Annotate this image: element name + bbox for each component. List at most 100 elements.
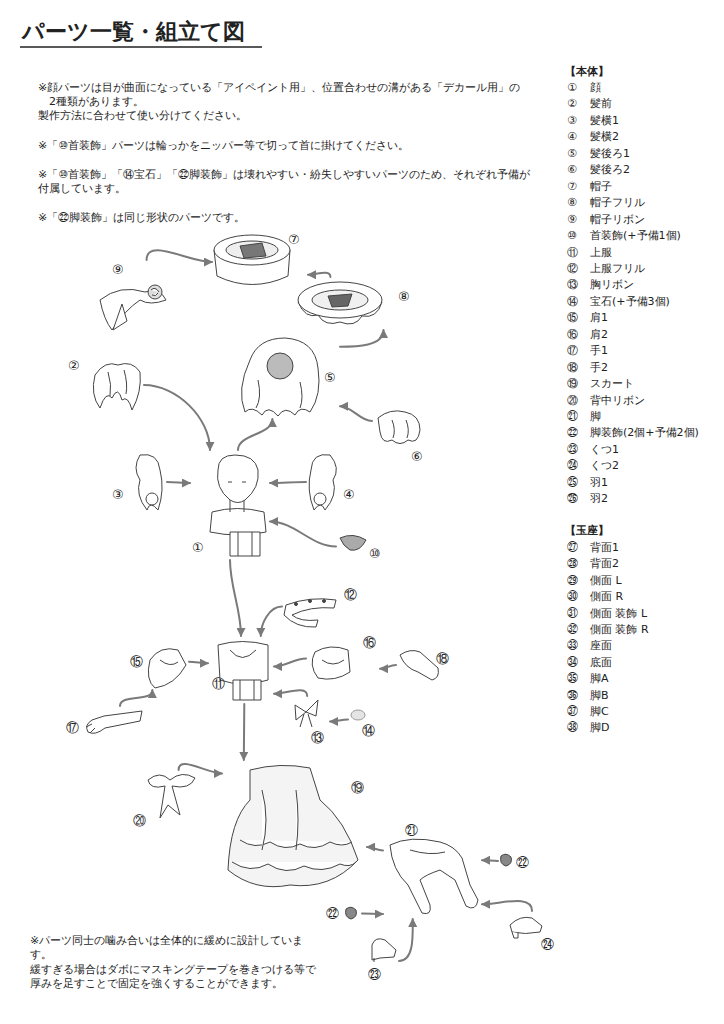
part-node: ⑩ <box>336 530 386 563</box>
part-node: ⑪ <box>208 636 274 704</box>
callout-number: ㊲ <box>567 705 578 719</box>
part-name: 上服フリル <box>590 262 645 276</box>
callout-number: ③ <box>112 487 124 502</box>
callout-number: ⑤ <box>567 147 577 161</box>
part-node: ⑱ <box>396 646 454 684</box>
page-title: パーツ一覧・組立て図 <box>22 19 245 45</box>
part-name: 背面1 <box>590 541 619 555</box>
assembly-arrow <box>270 522 336 547</box>
callout-number: ⑮ <box>567 311 578 325</box>
part-name: くつ2 <box>590 459 619 473</box>
part-node: ⑦ <box>212 230 308 294</box>
part-name: 髪横1 <box>590 114 619 128</box>
callout-number: ② <box>567 97 577 111</box>
part-name: 脚装飾(2個+予備2個) <box>590 426 699 440</box>
part-node: ⑭ <box>348 706 378 740</box>
callout-number: ⑦ <box>288 232 300 247</box>
part-name: スカート <box>590 377 634 391</box>
callout-number: ㉑ <box>567 410 578 424</box>
callout-number: ⑲ <box>567 377 578 391</box>
part-name: 肩2 <box>590 328 608 342</box>
part-name: 脚 <box>590 410 601 424</box>
part-node: ⑨ <box>92 260 170 334</box>
part-name: 背中リボン <box>590 394 645 408</box>
callout-number: ⑰ <box>567 344 578 358</box>
part-node: ⑥ <box>372 406 426 466</box>
part-name: くつ1 <box>590 443 619 457</box>
callout-number: ㉒ <box>516 855 529 870</box>
callout-number: ㉚ <box>567 590 578 604</box>
callout-number: ㉒ <box>326 906 339 921</box>
part-name: 髪後ろ1 <box>590 147 630 161</box>
callout-number: ⑤ <box>324 370 336 385</box>
part-node: ㉓ <box>366 933 399 984</box>
callout-number: ④ <box>567 130 577 144</box>
callout-number: ⑬ <box>567 278 578 292</box>
assembly-arrow <box>243 704 246 760</box>
assembly-arrow <box>362 913 383 916</box>
part-name: 髪前 <box>590 97 612 111</box>
callout-number: ③ <box>567 114 577 128</box>
part-name: 手2 <box>590 361 608 375</box>
callout-number: ⑫ <box>567 262 578 276</box>
part-node: ㉒ <box>498 850 532 872</box>
part-name: 肩1 <box>590 311 608 325</box>
part-node: ③ <box>110 450 167 514</box>
part-name: 側面 装飾 L <box>590 607 647 621</box>
assembly-arrow <box>144 385 210 450</box>
part-name: 髪横2 <box>590 130 619 144</box>
part-node: ⑫ <box>282 584 360 629</box>
callout-number: ㉟ <box>567 672 578 686</box>
assembly-arrow <box>330 720 348 722</box>
assembly-arrow <box>380 665 396 669</box>
part-name: 背面2 <box>590 557 619 571</box>
note-text: ※パーツ同士の噛み合いは全体的に緩めに設計しています。 <box>30 934 322 962</box>
callout-number: ㉛ <box>567 607 578 621</box>
assembly-arrow <box>120 690 152 706</box>
assembly-arrow <box>308 273 330 277</box>
part-name: 髪後ろ2 <box>590 163 630 177</box>
assembly-arrow <box>230 560 241 636</box>
part-name: 側面 R <box>590 590 623 604</box>
section-heading: 【本体】 <box>565 65 609 79</box>
part-node: ㉔ <box>507 911 557 954</box>
assembly-arrow <box>238 419 272 450</box>
part-name: 上服 <box>590 246 612 260</box>
assembly-arrow <box>179 764 222 773</box>
part-name: 帽子フリル <box>590 196 645 210</box>
assembly-arrow <box>270 482 306 483</box>
callout-number: ㉘ <box>567 557 578 571</box>
callout-number: ⑱ <box>436 651 449 666</box>
callout-number: ⑥ <box>567 163 577 177</box>
callout-number: ㉝ <box>567 639 578 653</box>
callout-number: ⑦ <box>567 180 577 194</box>
callout-number: ⑯ <box>363 635 376 650</box>
part-name: 帽子 <box>590 180 612 194</box>
callout-number: ⑬ <box>311 730 324 745</box>
callout-number: ⑨ <box>567 213 577 227</box>
part-node: ⑲ <box>222 760 367 894</box>
callout-number: ① <box>192 540 204 555</box>
note-text: ※「㉒脚装飾」は同じ形状のパーツです。 <box>38 211 245 225</box>
callout-number: ⑩ <box>567 229 577 243</box>
note-text: 緩すぎる場合はダボにマスキングテープを巻きつける等で厚みを足すことで固定を強くす… <box>30 963 322 991</box>
part-name: 羽2 <box>590 492 608 506</box>
callout-number: ⑰ <box>66 720 79 735</box>
note-text: ※「⑩首装飾」パーツは輪っかをニッパー等で切って首に掛けてください。 <box>38 139 409 153</box>
part-name: 脚B <box>590 689 609 703</box>
part-node: ⑳ <box>131 770 199 830</box>
callout-number: ⑲ <box>351 780 364 795</box>
note-text: 製作方法に合わせて使い分けてください。 <box>38 109 518 123</box>
callout-number: ㉞ <box>567 656 578 670</box>
part-name: 宝石(+予備3個) <box>590 295 670 309</box>
part-name: 首装飾(+予備1個) <box>590 229 681 243</box>
callout-number: ㊳ <box>567 721 578 735</box>
part-node: ⑬ <box>292 696 330 747</box>
callout-number: ⑧ <box>567 196 577 210</box>
callout-number: ㉒ <box>567 426 578 440</box>
callout-number: ⑪ <box>212 676 225 691</box>
part-node: ⑧ <box>295 277 413 330</box>
part-node: ⑮ <box>128 643 189 690</box>
part-name: 側面 装飾 R <box>590 623 649 637</box>
